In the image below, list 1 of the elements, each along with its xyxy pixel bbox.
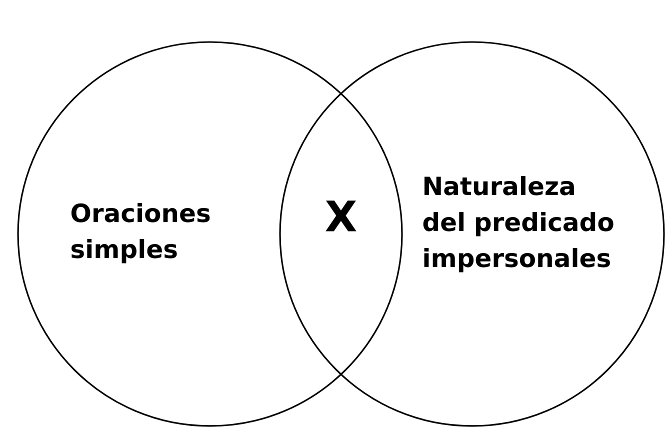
intersection-label: X: [326, 200, 356, 232]
